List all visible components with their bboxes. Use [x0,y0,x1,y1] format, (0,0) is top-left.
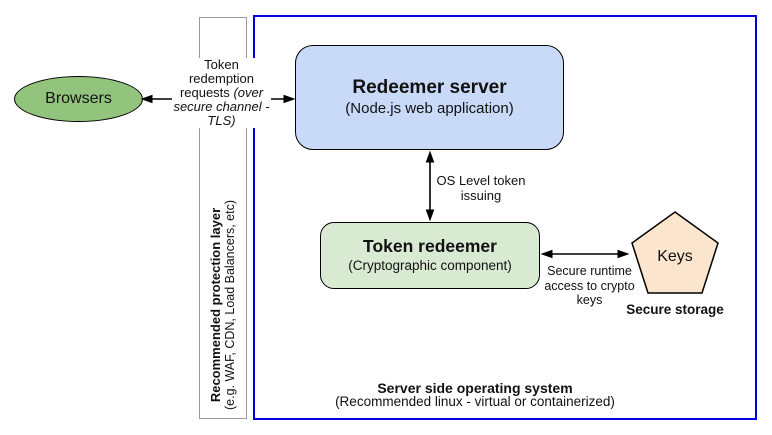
protection-layer-subtitle: (e.g. WAF, CDN, Load Balancers, etc) [223,199,237,411]
token-redeemer-node: Token redeemer (Cryptographic component) [320,222,540,289]
browsers-node: Browsers [14,76,143,122]
redeemer-server-node: Redeemer server (Node.js web application… [295,45,564,150]
token-redeemer-title: Token redeemer [363,236,497,257]
protection-layer-caption: Recommended protection layer (e.g. WAF, … [208,200,238,410]
protection-layer-title: Recommended protection layer [208,207,223,403]
operating-system-subtitle: (Recommended linux - virtual or containe… [335,394,615,409]
edge-label-secure-runtime: Secure runtime access to crypto keys [541,264,638,308]
redeemer-server-subtitle: (Node.js web application) [345,99,514,117]
operating-system-title: Server side operating system [377,380,573,396]
edge-label-os-token-issuing: OS Level token issuing [433,173,529,203]
keys-label: Keys [657,248,693,265]
edge-label-token-redemption: Token redemption requests (over secure c… [172,58,271,128]
secure-storage-caption: Secure storage [626,302,724,317]
browsers-label: Browsers [45,90,112,107]
operating-system-box [253,15,757,420]
token-redeemer-subtitle: (Cryptographic component) [348,258,512,274]
operating-system-caption: Server side operating system (Recommende… [275,380,675,409]
redeemer-server-title: Redeemer server [352,76,507,98]
edge-label-token-redemption-plain: Token redemption requests [179,57,255,100]
edge-label-token-redemption-italic: (over secure channel - TLS) [173,85,270,128]
